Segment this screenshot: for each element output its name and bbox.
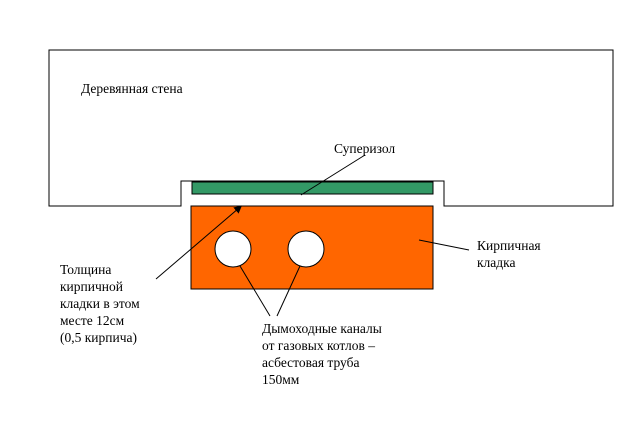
flues-label-line: асбестовая труба <box>262 355 360 370</box>
wall-label: Деревянная стена <box>81 81 183 96</box>
masonry-label-line: кладка <box>477 255 516 270</box>
thickness-label-line: Толщина <box>60 262 112 277</box>
masonry-leader-line <box>418 239 470 251</box>
flue-circle-left <box>214 230 252 268</box>
thickness-label-line: месте 12см <box>60 313 125 328</box>
thickness-leader-arrow <box>155 205 243 280</box>
masonry-label-line: Кирпичная <box>477 238 541 253</box>
thickness-label-line: кладки в этом <box>60 296 140 311</box>
thickness-label-line: (0,5 кирпича) <box>60 330 138 345</box>
flues-label-line: 150мм <box>262 372 300 387</box>
insulation-label: Суперизол <box>334 141 396 156</box>
flue-circle-right <box>287 230 325 268</box>
masonry-label: Кирпичная кладка <box>477 237 541 271</box>
wooden-wall-outline <box>48 49 614 207</box>
flues-label-line: от газовых котлов – <box>262 338 375 353</box>
insulation-leader-line <box>300 154 366 196</box>
flue-leader-line-left <box>239 265 271 317</box>
flue-leader-line-right <box>276 265 301 317</box>
flues-label: Дымоходные каналы от газовых котлов – ас… <box>262 320 382 388</box>
thickness-label: Толщина кирпичной кладки в этом месте 12… <box>60 261 140 346</box>
flues-label-line: Дымоходные каналы <box>262 321 382 336</box>
thickness-label-line: кирпичной <box>60 279 123 294</box>
